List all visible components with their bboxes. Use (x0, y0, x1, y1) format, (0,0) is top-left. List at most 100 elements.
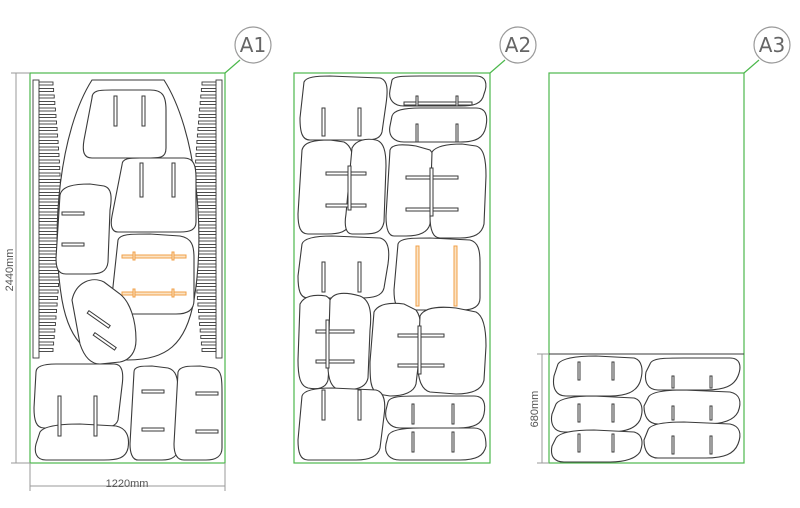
sheet-a3-tag (753, 26, 791, 64)
a1-slot (61, 242, 85, 247)
a1-part-8 (129, 365, 179, 461)
a2-slot (321, 107, 326, 137)
a2-slot (325, 319, 330, 369)
offcut-dimension-label: 680mm (529, 391, 541, 428)
a1-slot (86, 310, 111, 329)
sheet-a3: 680mm A3 (529, 26, 791, 464)
a1-slot (113, 95, 118, 127)
comb-tooth (196, 289, 217, 294)
a3-part-2 (550, 395, 643, 433)
comb-tooth (38, 309, 57, 313)
comb-tooth (38, 159, 60, 164)
comb-tooth (195, 153, 217, 157)
a2-part-8 (297, 235, 390, 299)
comb-tooth (38, 107, 56, 112)
a1-part-7 (34, 423, 130, 461)
comb-tooth (38, 296, 59, 300)
comb-tooth (194, 185, 217, 190)
a3-part-1 (552, 355, 643, 397)
comb-tooth (38, 127, 58, 131)
comb-tooth (38, 322, 56, 326)
a3-slot (671, 375, 675, 389)
a2-part-6 (385, 144, 436, 237)
comb-tooth (198, 309, 217, 313)
a1-orange-slot (121, 291, 187, 296)
comb-tooth (200, 88, 217, 92)
comb-tooth (38, 166, 61, 170)
a2-slot (451, 431, 455, 453)
comb-tooth (201, 348, 217, 352)
comb-tooth (38, 101, 56, 105)
sheet-a1-outline (29, 72, 226, 464)
comb-tooth (196, 133, 217, 138)
a3-slot (611, 403, 615, 423)
comb-tooth (199, 107, 217, 112)
a2-slot (321, 389, 326, 421)
a2-part-10 (297, 294, 334, 390)
a2-part-1 (299, 75, 388, 141)
a3-part-4 (644, 357, 741, 391)
a3-slot (709, 435, 713, 455)
comb-tooth (201, 81, 217, 86)
a3-slot (709, 375, 713, 389)
comb-tooth (194, 172, 217, 177)
a2-orange-slot (453, 245, 458, 307)
comb-tooth (198, 120, 217, 125)
a2-part-5 (344, 138, 387, 235)
width-dimension-label: 1220mm (106, 478, 149, 490)
a1-part-3 (55, 183, 112, 275)
a3-slot (577, 361, 581, 381)
comb-tooth (38, 88, 55, 92)
comb-tooth (197, 127, 217, 131)
comb-tooth (195, 159, 217, 164)
comb-left (32, 79, 62, 359)
comb-tooth (38, 315, 57, 320)
comb-tooth (199, 322, 217, 326)
sheet-a1-label: A1 (240, 33, 266, 57)
a3-part-5 (643, 389, 741, 425)
comb-tooth (199, 328, 217, 333)
sheet-a1: A1 2440mm 1220mm (4, 26, 272, 491)
a2-slot (321, 261, 326, 293)
comb-spine (215, 79, 223, 359)
comb-tooth (196, 283, 217, 287)
sheet-a2-leader (489, 59, 506, 74)
sheet-a1-tag (234, 26, 272, 64)
a2-part-14 (297, 387, 386, 461)
sheet-a2-tag (499, 26, 537, 64)
a2-part-15 (385, 395, 486, 429)
comb-tooth (38, 198, 62, 203)
a1-slot (93, 395, 98, 437)
a3-slot (577, 403, 581, 423)
comb-tooth (196, 296, 217, 300)
a2-slot (455, 123, 459, 143)
a1-part-6 (33, 363, 124, 429)
a2-part-11 (327, 292, 372, 391)
comb-tooth (199, 101, 217, 105)
a2-slot (415, 123, 419, 143)
comb-tooth (38, 114, 57, 118)
a1-slot (141, 427, 165, 432)
a3-part-3 (550, 429, 643, 463)
comb-tooth (38, 270, 60, 274)
a3-slot (611, 433, 615, 453)
a2-part-12 (369, 302, 422, 397)
a1-slot (57, 395, 62, 437)
a2-slot (357, 107, 362, 137)
a2-slot (357, 389, 362, 421)
height-dimension-label: 2440mm (4, 249, 16, 292)
a2-slot (429, 167, 434, 217)
comb-tooth (193, 192, 217, 196)
sheet-a2-outline (293, 72, 491, 464)
a1-slot (141, 95, 146, 127)
comb-tooth (38, 172, 61, 177)
comb-tooth (200, 94, 217, 99)
comb-tooth (38, 153, 60, 157)
a2-slot (451, 403, 455, 425)
comb-tooth (38, 335, 55, 339)
a2-slot (357, 261, 362, 293)
a2-part-16 (385, 427, 487, 461)
comb-tooth (38, 185, 61, 190)
a1-orange-tab (132, 251, 136, 261)
a1-slot (195, 391, 219, 396)
